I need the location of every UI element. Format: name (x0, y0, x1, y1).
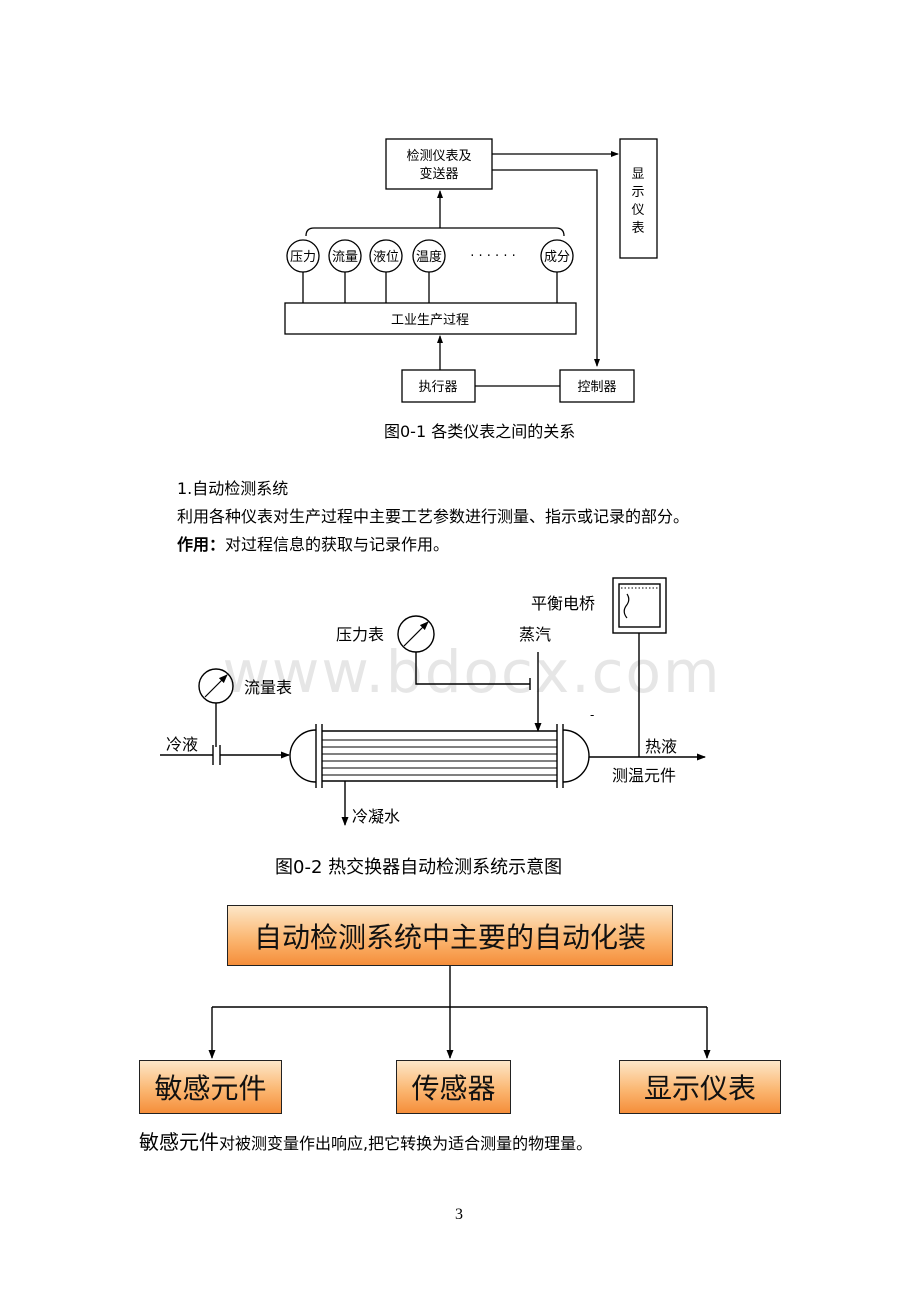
sensor-flow-label: 流量 (332, 250, 358, 265)
hot-liquid-label: 热液 (645, 737, 677, 756)
controller-box-label: 控制器 (577, 380, 616, 395)
temp-element-label: 测温元件 (612, 766, 676, 785)
sensor-level-label: 液位 (373, 250, 399, 265)
section-heading: 1.自动检测系统 (177, 479, 289, 498)
sensor-composition-label: 成分 (544, 250, 570, 265)
stray-dash: - (590, 708, 594, 722)
figure-0-2-diagram: www.bdocx.com (160, 577, 721, 826)
display-box-char-3: 仪 (631, 203, 644, 218)
footer-note-text: 对被测变量作出响应,把它转换为适合测量的物理量。 (219, 1134, 593, 1153)
ellipsis-dots: · · · · · · (470, 249, 515, 264)
sensor-temperature-label: 温度 (416, 249, 442, 265)
org-chart-connectors (208, 966, 711, 1059)
condensate-label: 冷凝水 (352, 807, 400, 826)
process-box (284, 302, 577, 335)
detect-box (385, 138, 493, 190)
display-box-char-2: 示 (631, 185, 644, 200)
flow-meter-label: 流量表 (244, 678, 292, 697)
definition-text: 利用各种仪表对生产过程中主要工艺参数进行测量、指示或记录的部分。 (177, 507, 690, 526)
org-child-sensitive-element: 敏感元件 (139, 1060, 282, 1114)
org-top-box: 自动检测系统中主要的自动化装 (227, 905, 673, 966)
process-box-label: 工业生产过程 (391, 313, 469, 328)
page-number: 3 (455, 1206, 463, 1223)
footer-note-term: 敏感元件 (139, 1130, 219, 1154)
figure-0-1-diagram: 检测仪表及 变送器 显 示 仪 表 压力 流量 液位 温度 成分 · · · ·… (284, 138, 658, 403)
detect-box-label-2: 变送器 (419, 166, 458, 182)
cold-liquid-label: 冷液 (166, 735, 198, 754)
display-box (619, 138, 658, 259)
role-text: 对过程信息的获取与记录作用。 (225, 535, 450, 554)
display-box-char-4: 表 (631, 221, 644, 236)
footer-note: 敏感元件对被测变量作出响应,把它转换为适合测量的物理量。 (139, 1126, 592, 1155)
org-child-sensor: 传感器 (396, 1060, 511, 1114)
bridge-recorder (612, 577, 667, 634)
figure-0-2-caption: 图0-2 热交换器自动检测系统示意图 (275, 857, 563, 878)
steam-label: 蒸汽 (519, 625, 551, 644)
role-label: 作用： (177, 535, 226, 554)
figure-0-1-caption: 图0-1 各类仪表之间的关系 (384, 422, 576, 441)
pressure-gauge-label: 压力表 (336, 625, 384, 644)
watermark: www.bdocx.com (222, 638, 721, 706)
role-line: 作用：对过程信息的获取与记录作用。 (177, 531, 449, 559)
org-child-display-instrument: 显示仪表 (619, 1060, 781, 1114)
actuator-box-label: 执行器 (418, 380, 457, 395)
detect-box-label-1: 检测仪表及 (406, 149, 471, 164)
display-box-char-1: 显 (631, 167, 644, 182)
bridge-label: 平衡电桥 (531, 594, 595, 613)
sensor-pressure-label: 压力 (290, 250, 316, 265)
